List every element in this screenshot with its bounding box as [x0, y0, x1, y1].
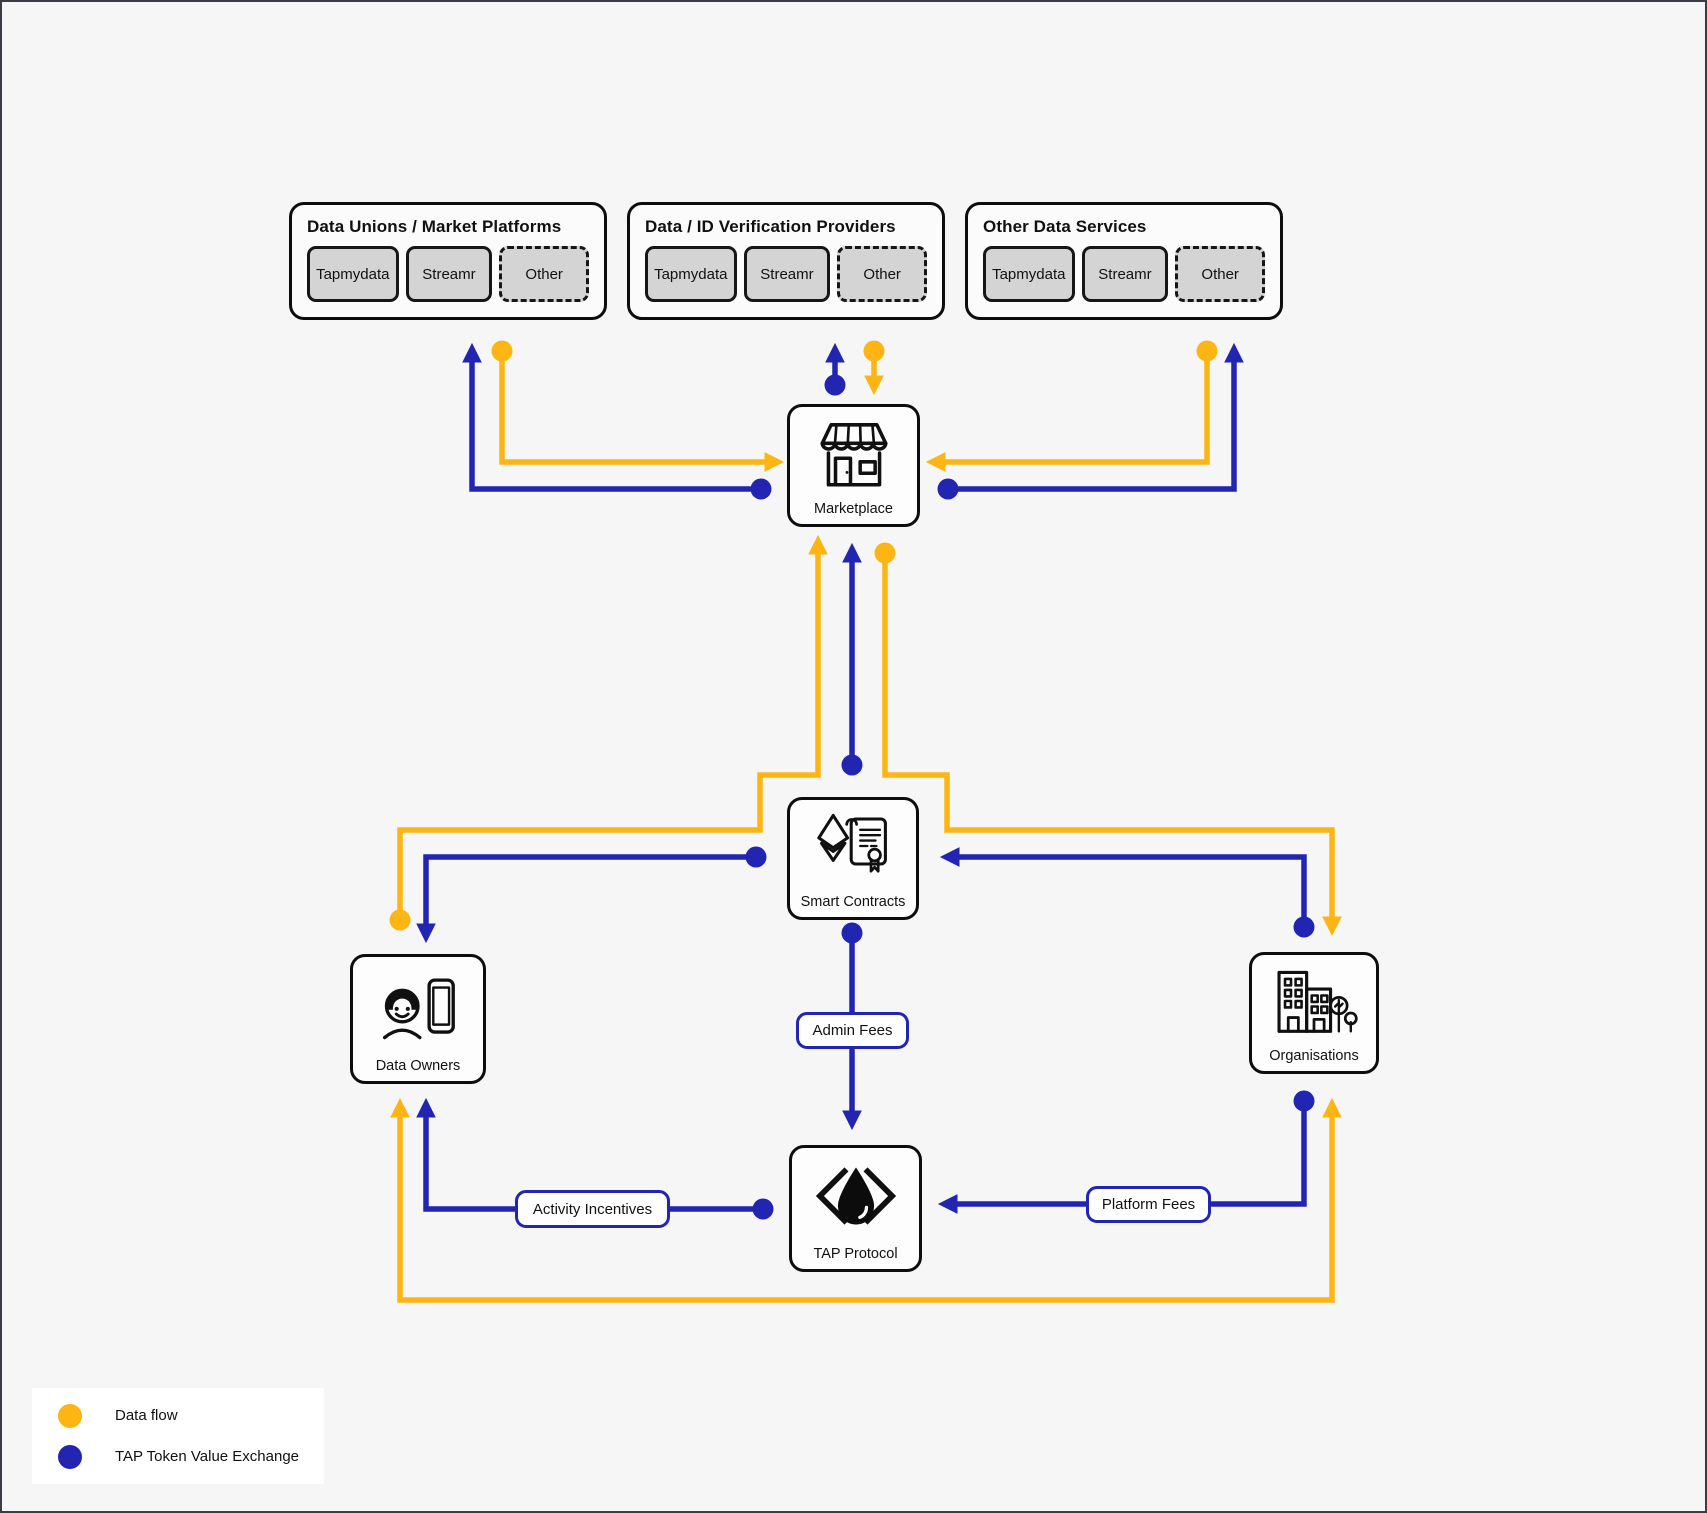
chip-other: Other: [499, 246, 589, 302]
dot-marketplace-left-token: [750, 478, 772, 500]
tap-protocol-icon: [792, 1148, 919, 1245]
group-id-verification: Data / ID Verification Providers Tapmyda…: [627, 202, 945, 320]
edge-dataowners-to-marketplace-data: [397, 534, 828, 913]
edge-marketplace-to-organisations-data: [882, 560, 1342, 937]
dot-smartcontracts-left-token: [745, 846, 767, 868]
node-organisations: Organisations: [1249, 952, 1379, 1074]
legend-item-data-flow: Data flow: [58, 1403, 324, 1428]
edge-dataunions-to-marketplace-data: [499, 358, 785, 472]
dot-marketplace-mid-token: [824, 374, 846, 396]
smart-contract-icon: [790, 800, 916, 893]
node-label: Marketplace: [814, 500, 893, 517]
group-data-unions: Data Unions / Market Platforms Tapmydata…: [289, 202, 607, 320]
chip-other: Other: [1175, 246, 1265, 302]
dot-verification-data: [863, 340, 885, 362]
legend-item-token-exchange: TAP Token Value Exchange: [58, 1444, 324, 1469]
edge-bottom-loop-to-organisations-data: [866, 1097, 1342, 1303]
group-other-data-services: Other Data Services Tapmydata Streamr Ot…: [965, 202, 1283, 320]
dot-marketplace-right-token: [937, 478, 959, 500]
node-tap-protocol: TAP Protocol: [789, 1145, 922, 1272]
node-label: Data Owners: [375, 1057, 461, 1074]
activity-incentives-label: Activity Incentives: [515, 1190, 670, 1228]
edge-marketplace-to-dataunions-token: [462, 342, 754, 492]
platform-fees-label: Platform Fees: [1086, 1186, 1211, 1223]
dot-dataunions-data: [491, 340, 513, 362]
edge-otherservices-to-marketplace-data: [925, 358, 1210, 472]
dot-marketplace-data: [874, 542, 896, 564]
group-title: Other Data Services: [983, 217, 1147, 236]
chip-streamr: Streamr: [743, 246, 831, 302]
dot-organisations-top-token: [1293, 916, 1315, 938]
chip-streamr: Streamr: [405, 246, 493, 302]
chip-streamr: Streamr: [1081, 246, 1169, 302]
data-flow-dot-icon: [58, 1403, 82, 1428]
node-label: Organisations: [1269, 1047, 1359, 1064]
dot-dataowners-data: [389, 909, 411, 931]
legend-label: TAP Token Value Exchange: [115, 1448, 300, 1465]
dot-otherservices-data: [1196, 340, 1218, 362]
edge-bottom-loop-to-dataowners-data: [390, 1097, 866, 1303]
dot-smartcontracts-top-token: [841, 754, 863, 776]
node-data-owners: Data Owners: [350, 954, 486, 1084]
edge-marketplace-to-otherservices-token: [955, 342, 1244, 492]
node-smart-contracts: Smart Contracts: [787, 797, 919, 920]
chip-other: Other: [837, 246, 927, 302]
legend-label: Data flow: [115, 1407, 178, 1424]
chip-tapmydata: Tapmydata: [307, 246, 399, 302]
group-title: Data / ID Verification Providers: [645, 217, 896, 236]
dot-smartcontracts-bottom-token: [841, 922, 863, 944]
dot-organisations-bottom-token: [1293, 1090, 1315, 1112]
edge-smartcontracts-to-dataowners-token: [416, 854, 749, 944]
chip-tapmydata: Tapmydata: [645, 246, 737, 302]
edge-organisations-to-smartcontracts-token: [939, 847, 1307, 920]
data-owner-icon: [353, 957, 483, 1057]
admin-fees-label: Admin Fees: [796, 1012, 909, 1049]
node-label: Smart Contracts: [800, 893, 906, 910]
chip-tapmydata: Tapmydata: [983, 246, 1075, 302]
organisations-icon: [1252, 955, 1376, 1047]
token-exchange-dot-icon: [58, 1444, 82, 1469]
storefront-icon: [790, 407, 917, 500]
group-title: Data Unions / Market Platforms: [307, 217, 562, 236]
legend: Data flow TAP Token Value Exchange: [32, 1388, 324, 1484]
edge-platformfees-token: [937, 1108, 1307, 1214]
node-marketplace: Marketplace: [787, 404, 920, 527]
node-label: TAP Protocol: [813, 1245, 898, 1262]
dot-tap-left-token: [752, 1198, 774, 1220]
